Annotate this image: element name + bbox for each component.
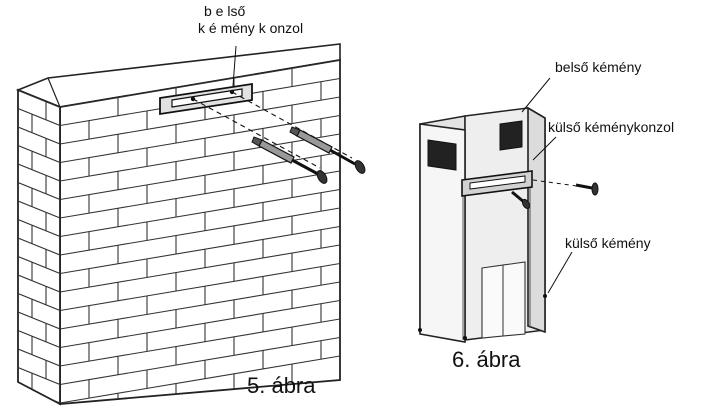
brick-joint (60, 170, 340, 219)
brick-joint (60, 244, 340, 293)
wall-plug-1 (251, 136, 295, 164)
brick-joint (18, 144, 60, 164)
chimney-assembly-line (532, 179, 585, 188)
brick-joint (18, 366, 60, 386)
brick-joint (18, 274, 60, 293)
brick-joint (18, 329, 60, 349)
assembly-line-right (231, 91, 353, 159)
bracket-label-line2: k é mény k onzol (198, 20, 304, 36)
brick-joint (18, 255, 60, 275)
inner-chimney-label: belső kémény (555, 59, 642, 75)
brick-joint (60, 96, 340, 145)
brick-joint (18, 237, 60, 256)
brick-joint (18, 200, 60, 219)
figure6-caption: 6. ábra (452, 347, 521, 372)
bracket-leader-line (232, 45, 237, 87)
chimney-front-left (419, 123, 466, 343)
leader-outer-bracket (532, 136, 557, 161)
leader-inner-chimney (521, 77, 551, 113)
vent-right (499, 120, 523, 151)
brick-joint (60, 355, 340, 404)
brick-joint (60, 299, 340, 349)
outer-bracket-label: külső kéménykonzol (548, 119, 675, 135)
chimney-side-screw (575, 182, 599, 196)
bracket-screw (511, 190, 525, 204)
vent-left (427, 139, 457, 171)
brick-joint (60, 133, 340, 182)
assembly-line-left (192, 98, 321, 169)
brick-joint (60, 207, 340, 256)
brick-joint (18, 163, 60, 182)
screw-2 (329, 148, 366, 174)
screw-1 (291, 158, 328, 184)
bracket-label-line1: b e lső (204, 3, 246, 19)
brick-joint (18, 218, 60, 238)
brick-joint (60, 188, 340, 238)
chimney-assembly (418, 106, 599, 343)
brick-joint (18, 181, 60, 201)
brick-joint (60, 336, 340, 386)
brick-joint (18, 126, 60, 145)
leader-outer-chimney (547, 251, 573, 294)
brick-joint (18, 292, 60, 312)
brick-joint (60, 262, 340, 312)
brick-joint (18, 311, 60, 330)
brick-joint (18, 348, 60, 367)
brick-joint (60, 114, 340, 164)
chimney-front-right (527, 106, 546, 334)
outer-chimney-label: külső kémény (565, 235, 651, 251)
brick-joint (18, 107, 60, 127)
brick-joint (60, 281, 340, 330)
wall-plug-2 (289, 126, 333, 154)
brick-joint (60, 225, 340, 275)
brick-joint (60, 318, 340, 367)
figure5-caption: 5. ábra (247, 373, 316, 398)
side-brick-pattern (18, 90, 60, 404)
